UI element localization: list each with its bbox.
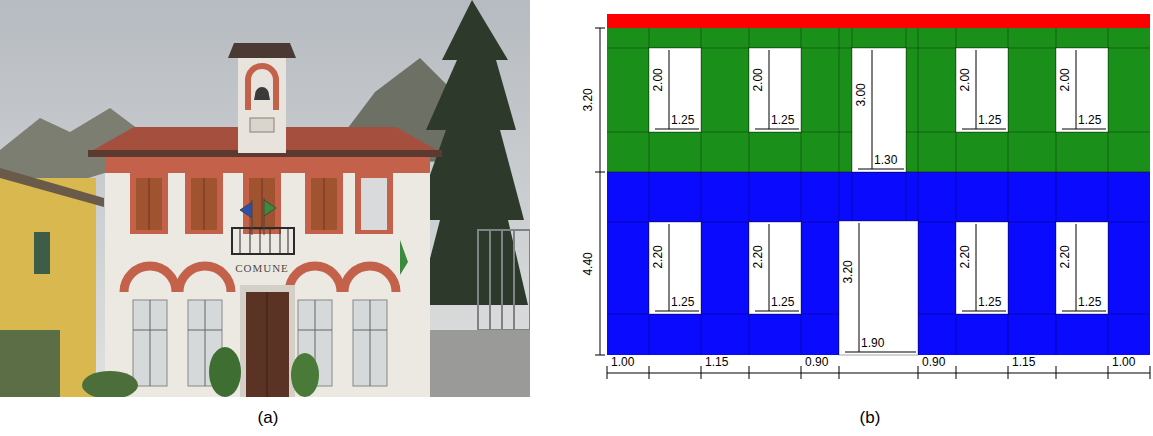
dimension-label: 1.25 — [978, 296, 1001, 310]
dimension-label: 1.00 — [1112, 356, 1135, 370]
opening — [956, 222, 1008, 314]
dimension-label: 2.00 — [959, 68, 973, 91]
dimension-line — [1062, 129, 1106, 130]
dimension-label: 3.20 — [582, 88, 596, 111]
dimension-label: 1.25 — [1078, 296, 1101, 310]
dimension-label: 0.90 — [805, 356, 828, 370]
opening — [749, 48, 801, 132]
dimension-line — [962, 129, 1006, 130]
dimension-label: 1.25 — [978, 114, 1001, 128]
opening — [1056, 222, 1108, 314]
dimension-label: 2.20 — [752, 245, 766, 268]
dimension-label: 0.90 — [922, 356, 945, 370]
dimension-label: 1.90 — [861, 337, 884, 351]
dimension-tick — [607, 366, 608, 379]
dimension-line — [845, 352, 916, 353]
building-photo — [0, 0, 530, 397]
opening — [649, 222, 701, 314]
dimension-line — [1076, 224, 1077, 311]
dimension-tick — [839, 366, 840, 379]
dimension-line — [962, 311, 1006, 312]
opening — [839, 221, 918, 355]
caption-label: (b) — [860, 408, 881, 428]
dimension-line — [669, 224, 670, 311]
opening — [1056, 48, 1108, 132]
dimension-label: 2.00 — [1059, 68, 1073, 91]
dimension-label: 1.25 — [771, 296, 794, 310]
dimension-line — [976, 50, 977, 129]
dimension-line — [755, 129, 799, 130]
dimension-label: 2.00 — [652, 68, 666, 91]
dimension-tick — [701, 366, 702, 379]
dimension-line — [976, 224, 977, 311]
dimension-line — [859, 223, 860, 352]
dimension-line — [769, 224, 770, 311]
opening — [749, 222, 801, 314]
dimension-tick — [649, 366, 650, 379]
dimension-label: 2.20 — [959, 245, 973, 268]
dimension-line — [669, 50, 670, 129]
dimension-line — [872, 50, 873, 169]
dimension-line — [755, 311, 799, 312]
dimension-label: 1.00 — [611, 356, 634, 370]
dimension-label: 1.15 — [1012, 356, 1035, 370]
dimension-line — [1076, 50, 1077, 129]
dimension-tick — [918, 366, 919, 379]
dimension-label: 1.25 — [671, 114, 694, 128]
dimension-line — [1062, 311, 1106, 312]
dimension-label: 2.20 — [1059, 245, 1073, 268]
dimension-tick — [1108, 366, 1109, 379]
dimension-tick — [749, 366, 750, 379]
dimension-tick — [801, 366, 802, 379]
caption-label: (a) — [258, 408, 279, 428]
dimension-label: 1.25 — [671, 296, 694, 310]
dimension-label: 1.15 — [705, 356, 728, 370]
dimension-label: 1.30 — [874, 154, 897, 168]
dimension-tick — [1056, 366, 1057, 379]
dimension-line — [655, 129, 699, 130]
sign-text: COMUNE — [235, 262, 289, 275]
dimension-label: 4.40 — [582, 252, 596, 275]
opening — [852, 48, 906, 172]
dimension-tick — [1150, 366, 1151, 379]
dimension-label: 3.20 — [842, 260, 856, 283]
dimension-label: 3.00 — [855, 83, 869, 106]
dimension-label: 1.25 — [1078, 114, 1101, 128]
dimension-tick — [956, 366, 957, 379]
dimension-line — [769, 50, 770, 129]
dimension-label: 1.25 — [771, 114, 794, 128]
dimension-label: 2.00 — [752, 68, 766, 91]
dimension-line — [655, 311, 699, 312]
dimension-line — [858, 169, 904, 170]
dimension-label: 2.20 — [652, 245, 666, 268]
opening — [649, 48, 701, 132]
dimension-tick — [1008, 366, 1009, 379]
opening — [956, 48, 1008, 132]
